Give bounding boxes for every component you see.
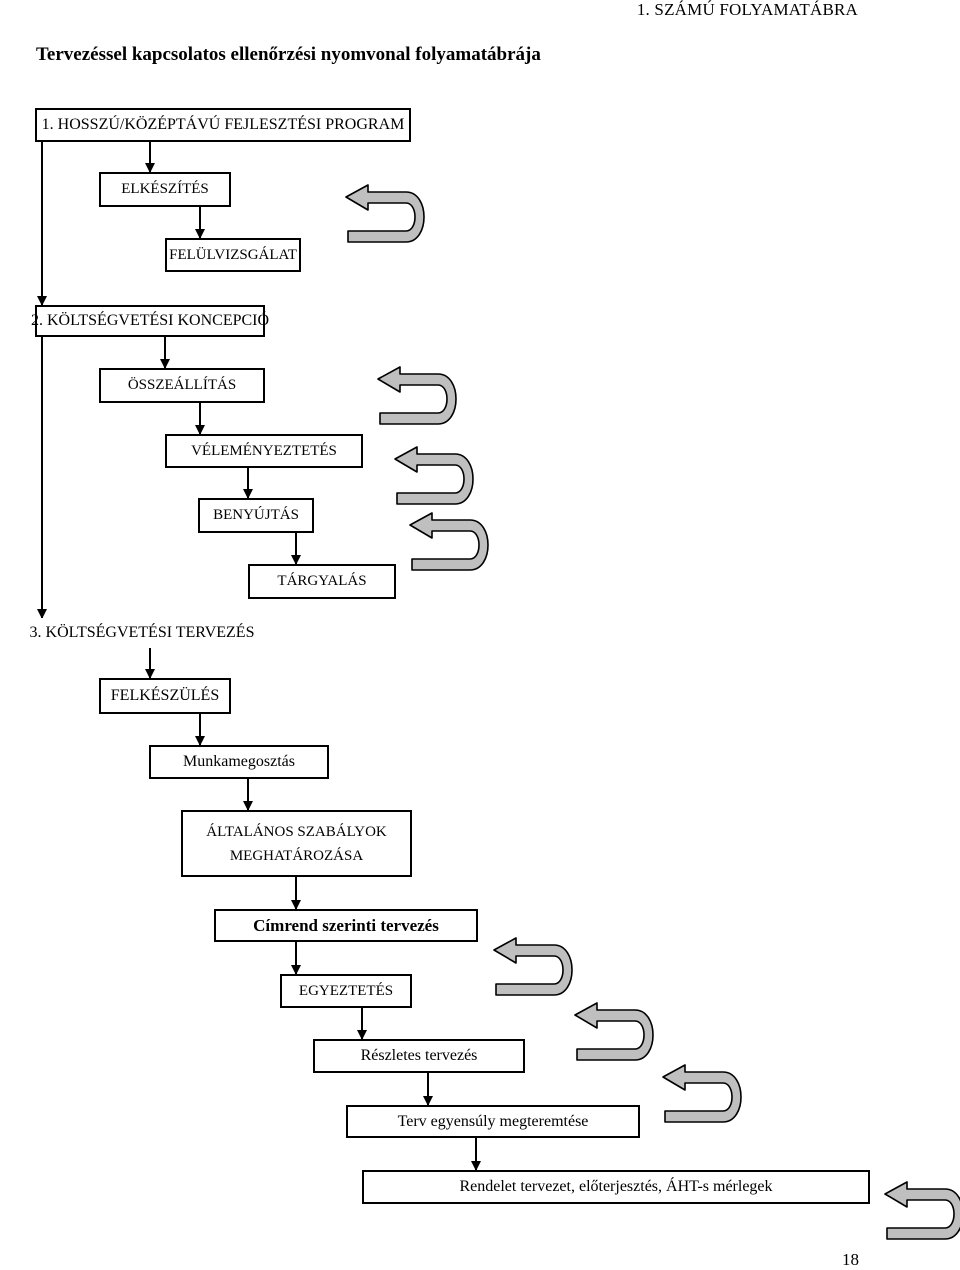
figure-label: 1. SZÁMÚ FOLYAMATÁBRA: [636, 0, 858, 19]
page-title: Tervezéssel kapcsolatos ellenőrzési nyom…: [36, 44, 541, 65]
loop-back-arrow-icon: [409, 512, 489, 571]
box-egyeztetes: EGYEZTETÉS: [280, 974, 412, 1008]
page-number: 18: [842, 1250, 859, 1269]
box-terv-egyensuly: Terv egyensúly megteremtése: [346, 1105, 640, 1138]
box-development-program: 1. HOSSZÚ/KÖZÉPTÁVÚ FEJLESZTÉSI PROGRAM: [35, 108, 411, 142]
box-rendelet-tervezet: Rendelet tervezet, előterjesztés, ÁHT-s …: [362, 1170, 870, 1204]
box-osszeallitas: ÖSSZEÁLLÍTÁS: [99, 368, 265, 403]
loop-back-arrow-icon: [662, 1064, 742, 1123]
box-budget-planning: 3. KÖLTSÉGVETÉSI TERVEZÉS: [18, 618, 266, 648]
box-felulvizsgalat: FELÜLVIZSGÁLAT: [165, 238, 301, 272]
box-targyalas: TÁRGYALÁS: [248, 564, 396, 599]
box-munkamegosztas: Munkamegosztás: [149, 745, 329, 779]
box-altalanos-szabalyok: ÁLTALÁNOS SZABÁLYOK MEGHATÁROZÁSA: [181, 810, 412, 877]
box-felkeszules: FELKÉSZÜLÉS: [99, 678, 231, 714]
box-budget-concept: 2. KÖLTSÉGVETÉSI KONCEPCIÓ: [31, 305, 269, 337]
box-cimrend-tervezes: Címrend szerinti tervezés: [214, 909, 478, 942]
box-elkeszites: ELKÉSZÍTÉS: [99, 172, 231, 207]
box-velemenyeztetes: VÉLEMÉNYEZTETÉS: [165, 434, 363, 468]
loop-back-arrow-icon: [574, 1002, 654, 1061]
box-reszletes-tervezes: Részletes tervezés: [313, 1039, 525, 1073]
loop-back-arrow-icon: [377, 366, 457, 425]
loop-back-arrow-icon: [884, 1181, 960, 1240]
box-benyujtas: BENYÚJTÁS: [198, 498, 314, 533]
loop-back-arrow-icon: [394, 446, 474, 505]
loop-back-arrow-icon: [345, 184, 425, 243]
loop-back-arrow-icon: [493, 937, 573, 996]
